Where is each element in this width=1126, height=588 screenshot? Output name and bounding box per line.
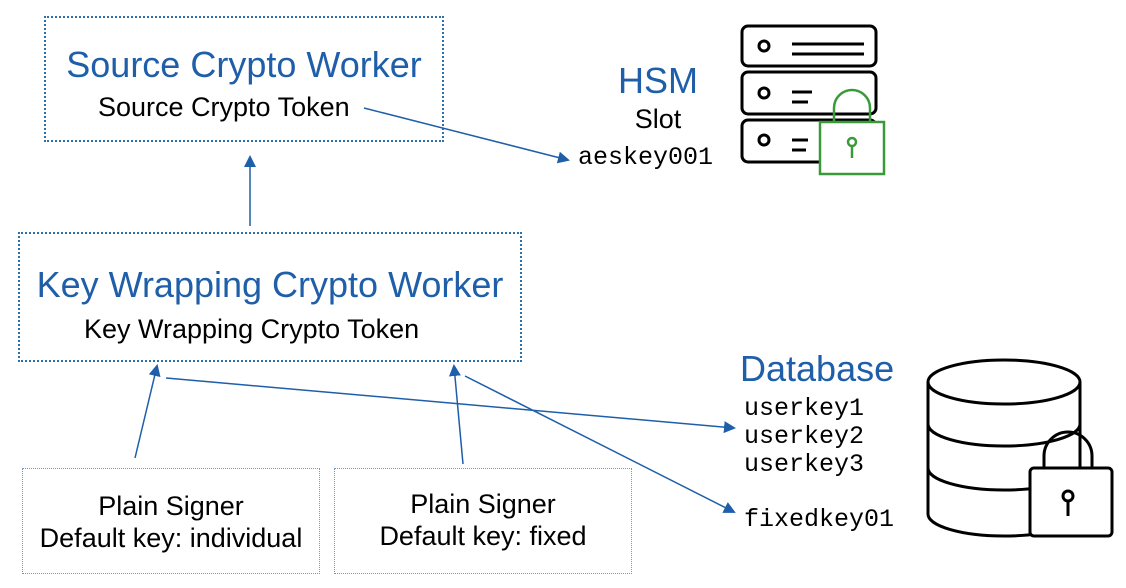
hsm-slot-label: Slot (634, 104, 682, 134)
key-wrapping-worker-title: Key Wrapping Crypto Worker (36, 264, 504, 305)
database-padlock-icon (1028, 430, 1114, 538)
plain-signer-title: Plain Signer (98, 491, 244, 521)
database-key-userkey3: userkey3 (744, 450, 865, 479)
source-crypto-worker-title: Source Crypto Worker (66, 44, 422, 85)
source-crypto-worker-box: Source Crypto Worker Source Crypto Token (44, 16, 444, 142)
arrow-signer1-to-keywrapping (134, 364, 161, 459)
database-key-userkey1: userkey1 (744, 394, 865, 423)
arrow-source-token-to-aeskey001 (363, 107, 570, 164)
database-title: Database (740, 348, 895, 389)
plain-signer-default-key: Default key: individual (39, 523, 303, 553)
plain-signer-fixed-box: Plain Signer Default key: fixed (334, 468, 632, 574)
arrow-keywrapping-to-fixedkey01 (464, 375, 736, 513)
hsm-padlock-icon (818, 88, 886, 176)
hsm-title: HSM (618, 60, 698, 101)
plain-signer-title: Plain Signer (410, 489, 556, 519)
database-key-fixedkey01: fixedkey01 (744, 505, 895, 534)
hsm-key-aeskey001: aeskey001 (578, 143, 714, 172)
plain-signer-individual-box: Plain Signer Default key: individual (22, 468, 320, 574)
database-key-userkey2: userkey2 (744, 422, 865, 451)
key-wrapping-token-label: Key Wrapping Crypto Token (84, 314, 420, 344)
source-crypto-token-label: Source Crypto Token (98, 92, 350, 122)
arrows (134, 107, 736, 513)
plain-signer-default-key: Default key: fixed (379, 521, 587, 551)
key-wrapping-crypto-worker-box: Key Wrapping Crypto Worker Key Wrapping … (18, 232, 522, 362)
arrow-keywrapping-to-userkeys (165, 377, 736, 434)
arrow-signer2-to-keywrapping (448, 364, 464, 465)
